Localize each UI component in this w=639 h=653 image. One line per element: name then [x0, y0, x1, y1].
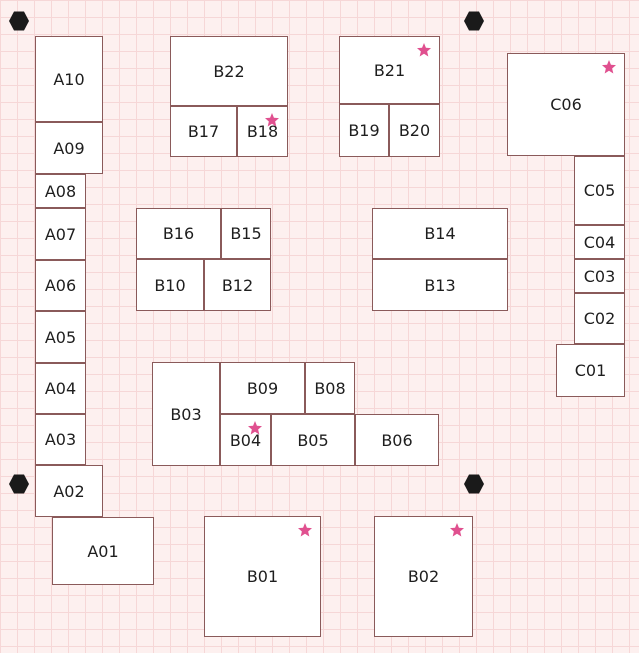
- booth-label: C06: [550, 95, 582, 114]
- pillar-icon: [463, 473, 485, 495]
- booth-b21[interactable]: B21: [339, 36, 440, 104]
- booth-label: B16: [162, 224, 195, 243]
- booth-b10[interactable]: B10: [136, 259, 204, 311]
- booth-c02[interactable]: C02: [574, 293, 625, 344]
- booth-label: B03: [170, 404, 202, 424]
- booth-b09[interactable]: B09: [220, 362, 305, 414]
- booth-label: B22: [213, 61, 245, 81]
- star-icon: [265, 113, 279, 127]
- booth-a07[interactable]: A07: [35, 208, 86, 260]
- star-icon: [450, 523, 464, 537]
- booth-b03[interactable]: B03: [152, 362, 220, 466]
- booth-a01[interactable]: A01: [52, 517, 154, 585]
- star-icon: [602, 60, 616, 74]
- booth-b17[interactable]: B17: [170, 106, 237, 157]
- booth-label: B14: [424, 224, 456, 243]
- booth-b01[interactable]: B01: [204, 516, 321, 637]
- booth-a06[interactable]: A06: [35, 260, 86, 311]
- booth-a09[interactable]: A09: [35, 122, 103, 174]
- booth-a02[interactable]: A02: [35, 465, 103, 517]
- booth-label: A10: [53, 69, 85, 89]
- booth-b20[interactable]: B20: [389, 104, 440, 157]
- booth-b12[interactable]: B12: [204, 259, 271, 311]
- booth-a05[interactable]: A05: [35, 311, 86, 363]
- booth-label: B01: [246, 567, 279, 586]
- booth-label: A02: [53, 481, 85, 501]
- booth-label: B15: [230, 224, 262, 243]
- booth-label: C01: [574, 361, 607, 380]
- booth-label: C05: [583, 181, 616, 200]
- booth-label: A04: [44, 379, 77, 398]
- booth-label: B10: [154, 275, 186, 295]
- booth-b02[interactable]: B02: [374, 516, 473, 637]
- booth-a08[interactable]: A08: [35, 174, 86, 208]
- booth-label: C03: [583, 266, 616, 286]
- booth-a03[interactable]: A03: [35, 414, 86, 465]
- booth-b16[interactable]: B16: [136, 208, 221, 259]
- booth-label: B19: [348, 121, 380, 140]
- booth-label: B21: [373, 60, 406, 80]
- booth-b15[interactable]: B15: [221, 208, 271, 259]
- booth-c06[interactable]: C06: [507, 53, 625, 156]
- booth-label: B05: [297, 430, 329, 450]
- booth-b18[interactable]: B18: [237, 106, 288, 157]
- booth-a10[interactable]: A10: [35, 36, 103, 122]
- booth-b22[interactable]: B22: [170, 36, 288, 106]
- booth-b13[interactable]: B13: [372, 259, 508, 311]
- booth-c03[interactable]: C03: [574, 259, 625, 293]
- booth-label: B09: [246, 378, 279, 398]
- booth-label: B02: [407, 567, 440, 586]
- booth-b06[interactable]: B06: [355, 414, 439, 466]
- booth-b19[interactable]: B19: [339, 104, 389, 157]
- booth-label: B12: [221, 275, 254, 295]
- booth-a04[interactable]: A04: [35, 363, 86, 414]
- pillar-icon: [8, 473, 30, 495]
- star-icon: [298, 523, 312, 537]
- booth-c05[interactable]: C05: [574, 156, 625, 225]
- booth-c01[interactable]: C01: [556, 344, 625, 397]
- booth-label: A08: [44, 181, 77, 201]
- booth-b08[interactable]: B08: [305, 362, 355, 414]
- booth-label: B17: [187, 122, 220, 141]
- booth-label: B04: [229, 430, 262, 450]
- booth-b05[interactable]: B05: [271, 414, 355, 466]
- booth-label: A03: [44, 430, 77, 449]
- booth-c04[interactable]: C04: [574, 225, 625, 259]
- booth-label: A05: [44, 327, 77, 347]
- booth-label: A06: [44, 276, 77, 295]
- booth-label: A01: [87, 541, 119, 561]
- pillar-icon: [8, 10, 30, 32]
- booth-label: B20: [398, 121, 431, 140]
- booth-b14[interactable]: B14: [372, 208, 508, 259]
- booth-label: B13: [424, 275, 456, 295]
- booth-label: B06: [381, 430, 413, 450]
- booth-label: A09: [53, 138, 85, 158]
- booth-label: C04: [583, 232, 616, 252]
- booth-label: B18: [246, 122, 279, 141]
- booth-label: C02: [583, 309, 616, 328]
- booth-label: B08: [314, 378, 346, 398]
- star-icon: [417, 43, 431, 57]
- booth-b04[interactable]: B04: [220, 414, 271, 466]
- pillar-icon: [463, 10, 485, 32]
- star-icon: [248, 421, 262, 435]
- booth-label: A07: [44, 224, 77, 244]
